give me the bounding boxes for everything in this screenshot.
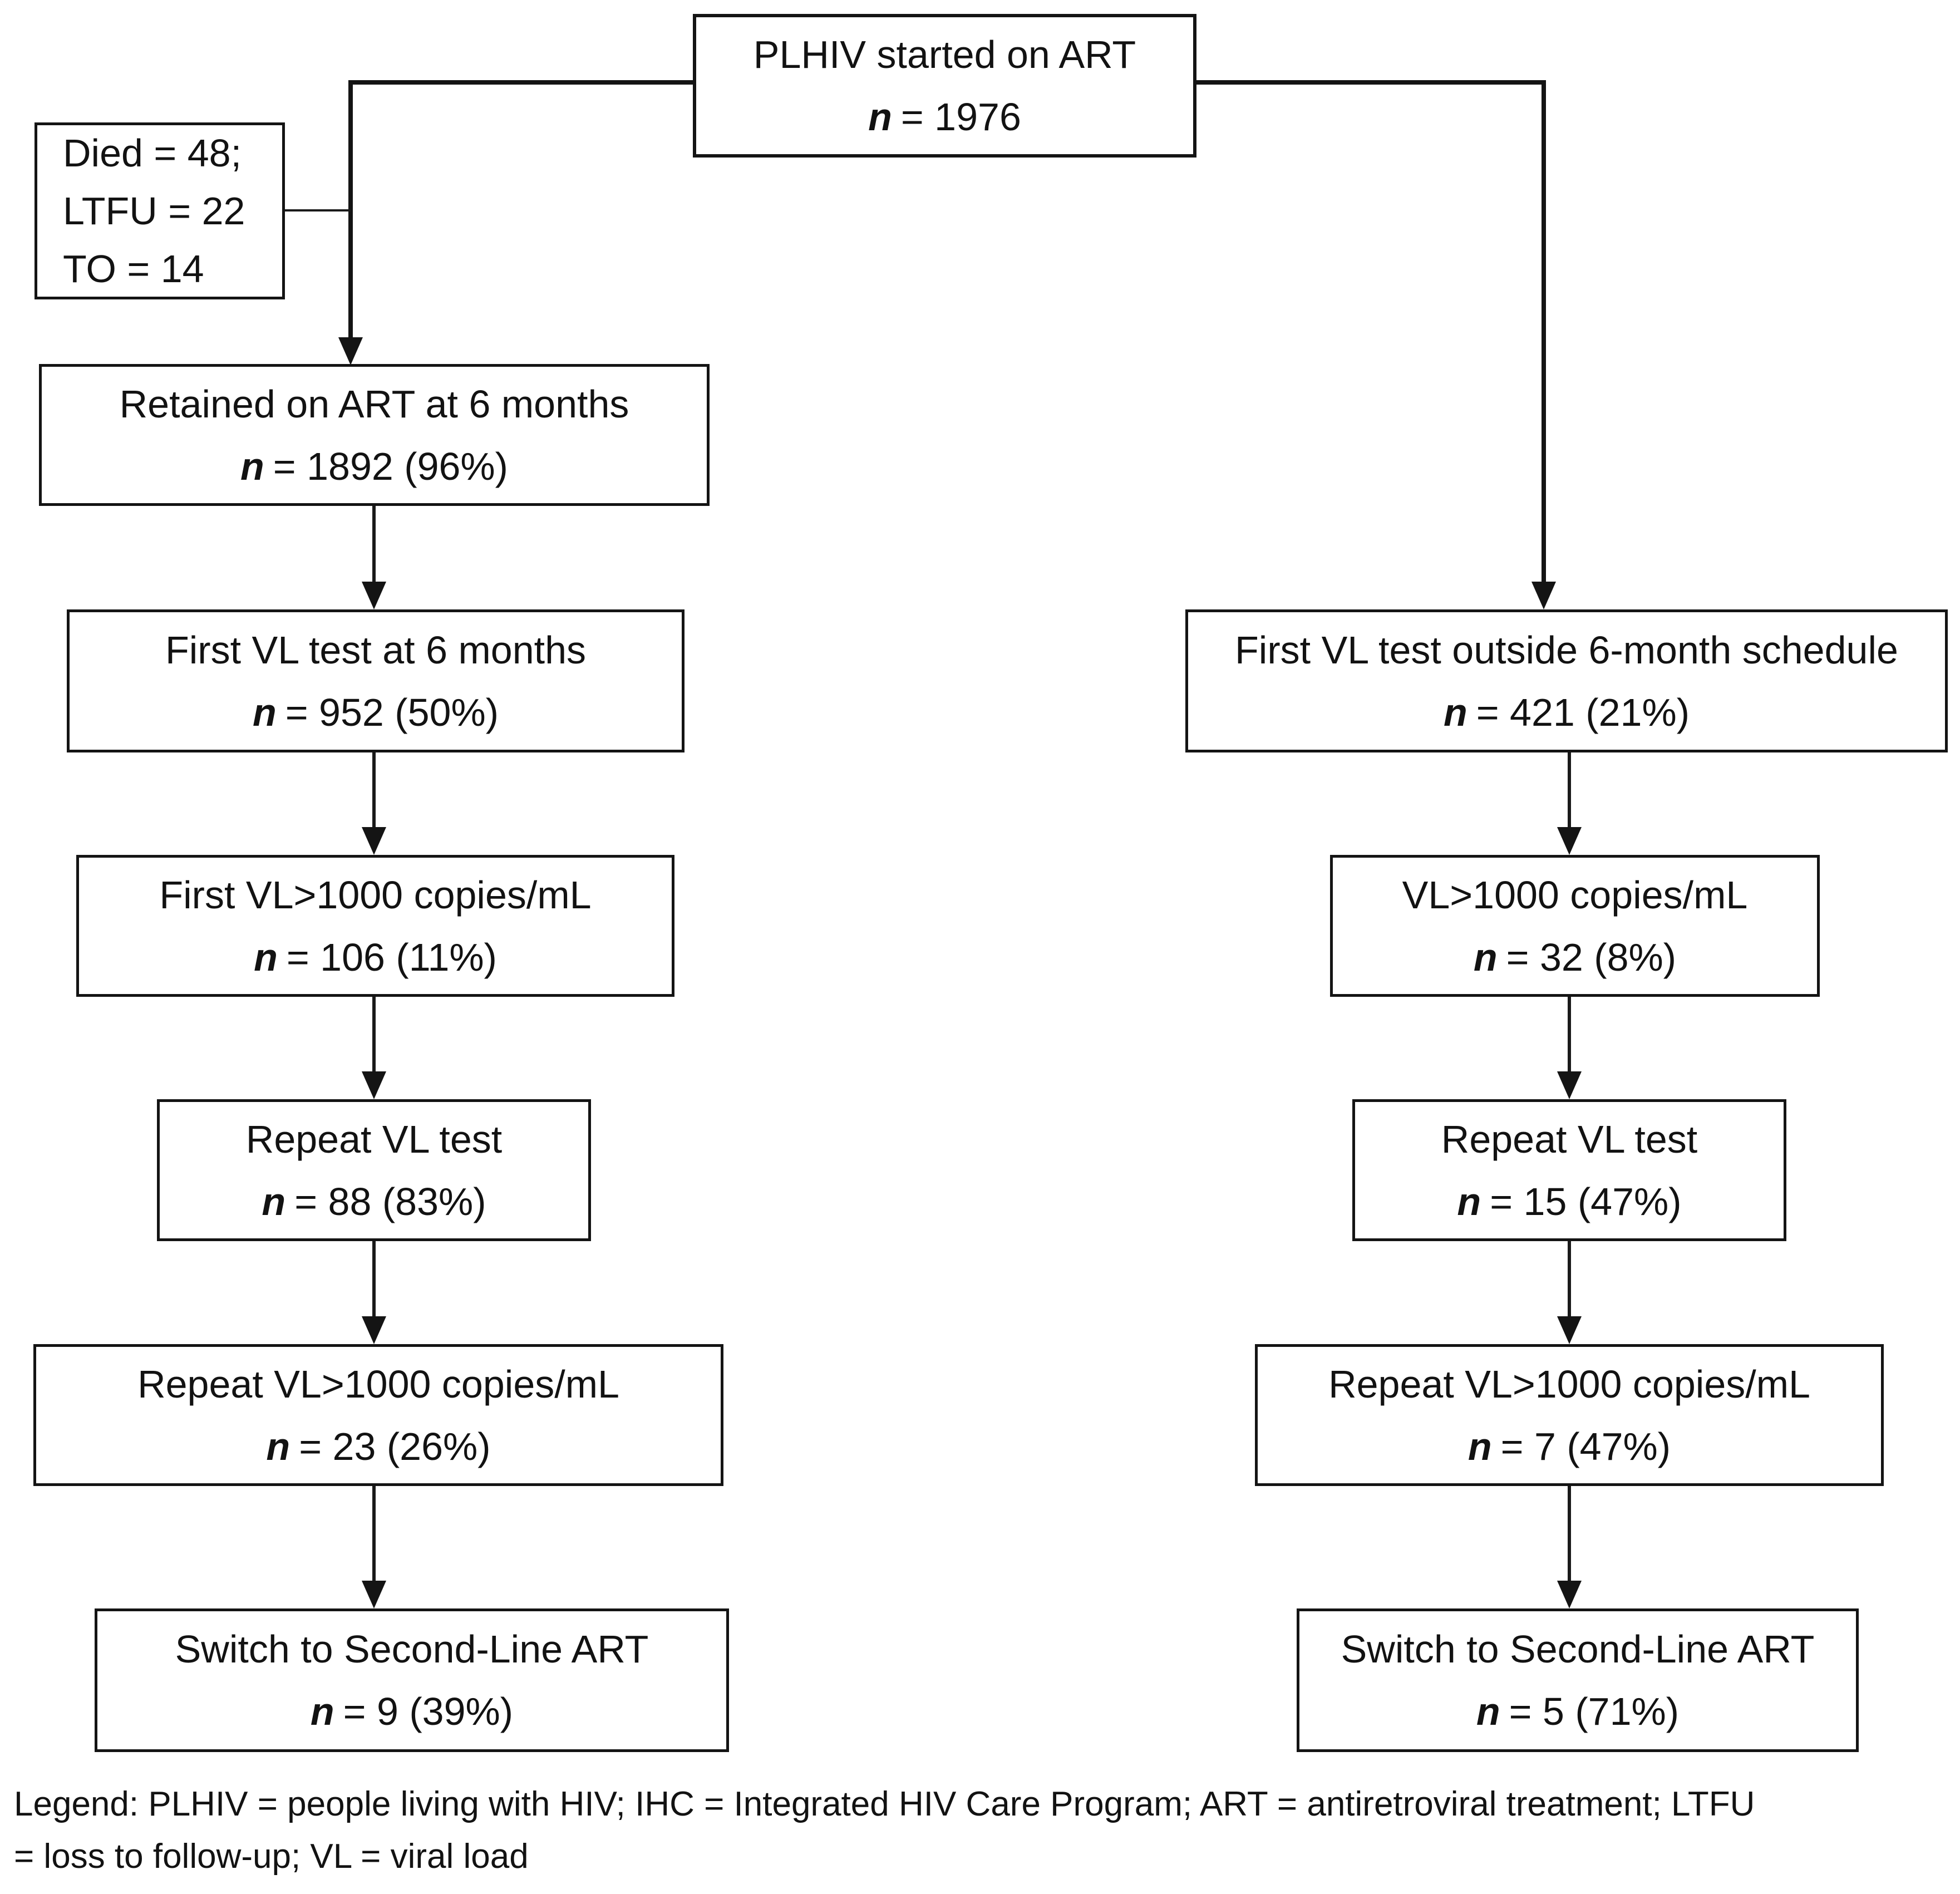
node-n-value: n= 5 (71%) bbox=[1476, 1690, 1680, 1733]
node-first-vl-test-6-months: First VL test at 6 months n= 952 (50%) bbox=[67, 609, 684, 752]
node-label: First VL test at 6 months bbox=[165, 628, 587, 672]
arrow-down-icon bbox=[1557, 1316, 1582, 1344]
arrow-down-icon bbox=[362, 1071, 386, 1099]
arrow-line bbox=[372, 1486, 376, 1582]
arrow-down-icon bbox=[1557, 827, 1582, 855]
n-symbol: n bbox=[1467, 1424, 1492, 1468]
node-label: Switch to Second-Line ART bbox=[175, 1627, 649, 1671]
arrow-line bbox=[1568, 1486, 1571, 1582]
node-label: Switch to Second-Line ART bbox=[1341, 1627, 1815, 1671]
attrition-line: LTFU = 22 bbox=[63, 189, 245, 233]
node-n-value: n= 1976 bbox=[868, 95, 1021, 139]
attrition-line: Died = 48; bbox=[63, 131, 242, 175]
node-label: VL>1000 copies/mL bbox=[1402, 873, 1748, 917]
n-symbol: n bbox=[868, 95, 892, 139]
node-label: Repeat VL test bbox=[245, 1117, 503, 1161]
arrow-down-icon bbox=[338, 337, 363, 365]
arrow-down-icon bbox=[1531, 582, 1556, 609]
node-n-value: n= 7 (47%) bbox=[1467, 1424, 1671, 1468]
arrow-line bbox=[372, 1241, 376, 1317]
arrow-line bbox=[372, 997, 376, 1073]
node-n-value: n= 421 (21%) bbox=[1443, 690, 1690, 734]
arrow-line bbox=[1568, 997, 1571, 1073]
node-n-value: n= 1892 (96%) bbox=[240, 444, 508, 488]
node-label: First VL test outside 6-month schedule bbox=[1235, 628, 1898, 672]
node-n-value: n= 23 (26%) bbox=[266, 1424, 491, 1468]
arrow-down-icon bbox=[1557, 1071, 1582, 1099]
n-symbol: n bbox=[262, 1179, 286, 1223]
arrow-down-icon bbox=[1557, 1581, 1582, 1608]
node-first-vl-over-1000: First VL>1000 copies/mL n= 106 (11%) bbox=[76, 855, 674, 997]
n-symbol: n bbox=[1473, 935, 1498, 979]
node-n-value: n= 88 (83%) bbox=[262, 1179, 486, 1223]
arrow-line bbox=[372, 506, 376, 583]
n-symbol: n bbox=[1457, 1179, 1481, 1223]
node-n-value: n= 106 (11%) bbox=[254, 935, 497, 979]
attrition-line: TO = 14 bbox=[63, 247, 204, 291]
arrow-line bbox=[1568, 752, 1571, 828]
legend-line-2: = loss to follow-up; VL = viral load bbox=[14, 1837, 529, 1876]
node-vl-over-1000-right: VL>1000 copies/mL n= 32 (8%) bbox=[1330, 855, 1820, 997]
node-label: PLHIV started on ART bbox=[753, 33, 1136, 76]
node-n-value: n= 15 (47%) bbox=[1457, 1179, 1682, 1223]
arrow-line bbox=[1568, 1241, 1571, 1317]
node-label: Repeat VL test bbox=[1441, 1117, 1698, 1161]
branch-right-vertical-line bbox=[1542, 80, 1546, 582]
node-n-value: n= 9 (39%) bbox=[310, 1690, 514, 1733]
node-attrition: Died = 48; LTFU = 22 TO = 14 bbox=[35, 122, 285, 299]
legend: Legend: PLHIV = people living with HIV; … bbox=[14, 1778, 1951, 1883]
n-symbol: n bbox=[266, 1424, 290, 1468]
n-symbol: n bbox=[1443, 690, 1467, 734]
node-plhiv-started-art: PLHIV started on ART n= 1976 bbox=[693, 14, 1196, 158]
node-repeat-vl-over-1000-right: Repeat VL>1000 copies/mL n= 7 (47%) bbox=[1255, 1344, 1884, 1486]
n-symbol: n bbox=[310, 1690, 334, 1733]
node-n-value: n= 32 (8%) bbox=[1473, 935, 1677, 979]
branch-right-horizontal-line bbox=[1196, 80, 1546, 85]
node-label: First VL>1000 copies/mL bbox=[159, 873, 592, 917]
node-repeat-vl-test-left: Repeat VL test n= 88 (83%) bbox=[157, 1099, 591, 1241]
node-n-value: n= 952 (50%) bbox=[252, 690, 499, 734]
node-repeat-vl-test-right: Repeat VL test n= 15 (47%) bbox=[1352, 1099, 1786, 1241]
node-label: Retained on ART at 6 months bbox=[119, 382, 629, 426]
n-symbol: n bbox=[1476, 1690, 1500, 1733]
arrow-down-icon bbox=[362, 1316, 386, 1344]
arrow-down-icon bbox=[362, 1581, 386, 1608]
arrow-down-icon bbox=[362, 582, 386, 609]
branch-left-horizontal-line bbox=[351, 80, 693, 85]
node-first-vl-outside-schedule: First VL test outside 6-month schedule n… bbox=[1185, 609, 1948, 752]
node-retained-art-6-months: Retained on ART at 6 months n= 1892 (96%… bbox=[39, 364, 710, 506]
arrow-line bbox=[372, 752, 376, 828]
arrow-down-icon bbox=[362, 827, 386, 855]
n-symbol: n bbox=[240, 444, 264, 488]
node-repeat-vl-over-1000-left: Repeat VL>1000 copies/mL n= 23 (26%) bbox=[33, 1344, 723, 1486]
attrition-connector-line bbox=[285, 209, 351, 211]
node-label: Repeat VL>1000 copies/mL bbox=[137, 1362, 619, 1406]
legend-line-1: Legend: PLHIV = people living with HIV; … bbox=[14, 1785, 1755, 1823]
node-switch-second-line-right: Switch to Second-Line ART n= 5 (71%) bbox=[1297, 1608, 1859, 1752]
n-symbol: n bbox=[252, 690, 277, 734]
branch-left-vertical-line bbox=[348, 80, 353, 337]
node-switch-second-line-left: Switch to Second-Line ART n= 9 (39%) bbox=[95, 1608, 729, 1752]
node-label: Repeat VL>1000 copies/mL bbox=[1328, 1362, 1810, 1406]
n-symbol: n bbox=[254, 935, 278, 979]
